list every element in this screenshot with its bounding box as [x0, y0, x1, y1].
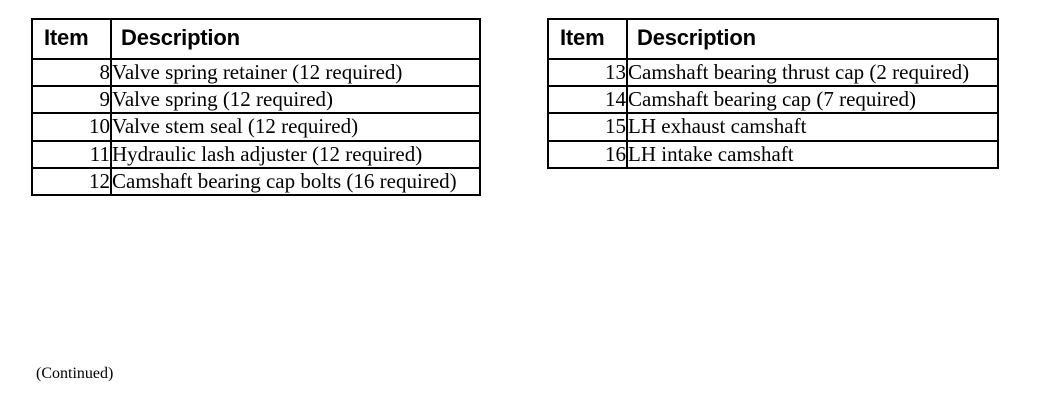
table-row: 13 Camshaft bearing thrust cap (2 requir… [547, 57, 999, 88]
cell-description: Hydraulic lash adjuster (12 required) [110, 139, 481, 169]
cell-description: Camshaft bearing thrust cap (2 required) [626, 57, 999, 88]
table-row: 16 LH intake camshaft [547, 139, 999, 169]
cell-item-number: 14 [547, 85, 628, 115]
cell-description: Valve spring (12 required) [110, 85, 481, 115]
cell-description: LH intake camshaft [626, 139, 999, 169]
table-row: 15 LH exhaust camshaft [547, 112, 999, 142]
cell-description: LH exhaust camshaft [626, 112, 999, 142]
cell-item-number: 10 [31, 112, 112, 142]
table-row: 9 Valve spring (12 required) [31, 85, 481, 115]
column-header-item: Item [547, 18, 628, 60]
cell-item-number: 11 [31, 139, 112, 169]
parts-table-right: Item Description 13 Camshaft bearing thr… [547, 18, 999, 169]
table-row: 10 Valve stem seal (12 required) [31, 112, 481, 142]
table-row: 11 Hydraulic lash adjuster (12 required) [31, 139, 481, 169]
parts-table-left: Item Description 8 Valve spring retainer… [31, 18, 481, 196]
cell-description: Camshaft bearing cap bolts (16 required) [110, 166, 481, 196]
table-row: 14 Camshaft bearing cap (7 required) [547, 85, 999, 115]
table-row: 8 Valve spring retainer (12 required) [31, 57, 481, 88]
column-header-description: Description [110, 18, 481, 60]
cell-item-number: 13 [547, 57, 628, 88]
cell-item-number: 9 [31, 85, 112, 115]
column-header-item: Item [31, 18, 112, 60]
cell-description: Valve spring retainer (12 required) [110, 57, 481, 88]
cell-item-number: 8 [31, 57, 112, 88]
cell-description: Camshaft bearing cap (7 required) [626, 85, 999, 115]
table-header-row: Item Description [31, 18, 481, 60]
table-row: 12 Camshaft bearing cap bolts (16 requir… [31, 166, 481, 196]
table-header-row: Item Description [547, 18, 999, 60]
cell-description: Valve stem seal (12 required) [110, 112, 481, 142]
cell-item-number: 15 [547, 112, 628, 142]
cell-item-number: 16 [547, 139, 628, 169]
continued-note: (Continued) [36, 365, 114, 382]
cell-item-number: 12 [31, 166, 112, 196]
column-header-description: Description [626, 18, 999, 60]
